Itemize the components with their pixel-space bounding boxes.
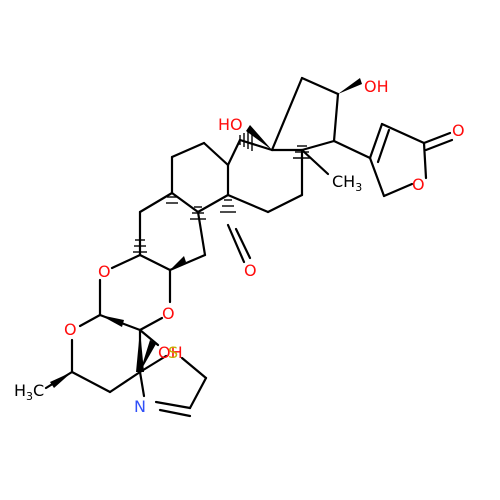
hash-bond (133, 239, 147, 253)
atom-s: S (168, 343, 178, 362)
hash-bond (293, 145, 311, 159)
bond (422, 141, 428, 180)
wedge-bond (170, 256, 186, 270)
hash-bond (190, 206, 206, 220)
bond (70, 370, 112, 394)
bond-skeleton (44, 76, 454, 418)
bond (226, 138, 242, 167)
wedge-bond (338, 78, 362, 94)
bond (368, 122, 384, 160)
bond (300, 139, 336, 152)
atom-oh: OH (158, 343, 183, 362)
atom-n: N (134, 397, 146, 416)
atom-oh: OH (364, 77, 389, 96)
bond (138, 316, 164, 332)
bond (168, 253, 207, 272)
bond (376, 128, 391, 164)
hash-bond (220, 199, 236, 213)
atom-o: O (162, 304, 175, 323)
atom-o: O (98, 262, 111, 281)
bond (332, 139, 372, 160)
bond (138, 328, 160, 347)
bond (108, 370, 142, 394)
bond (138, 354, 168, 374)
wedge-bond (140, 340, 156, 372)
atom-labels: OH O HO CH3 O O O O O OH S N H3C (14, 77, 465, 416)
bond (78, 313, 102, 328)
hash-bond (239, 130, 253, 151)
atom-o: O (244, 261, 257, 280)
hash-bond (166, 196, 178, 204)
atom-h3c: H3C (14, 381, 44, 403)
bond (158, 408, 192, 418)
bond (234, 227, 252, 260)
bond (266, 193, 304, 214)
bond (202, 141, 230, 167)
bond (196, 193, 230, 214)
wedge-bond (136, 330, 144, 372)
bond (332, 92, 340, 143)
bond (138, 370, 146, 398)
bond (300, 148, 330, 176)
bond (422, 131, 452, 145)
atom-ch3: CH3 (332, 172, 362, 194)
atom-o: O (412, 175, 425, 194)
bond (188, 376, 208, 410)
bond (424, 138, 454, 152)
atom-ho: HO (218, 115, 243, 134)
bond (226, 223, 246, 264)
bond (382, 182, 414, 198)
bond (138, 191, 174, 214)
wedge-bond (100, 315, 124, 327)
bond (170, 191, 200, 214)
bond (138, 253, 172, 272)
bond (110, 253, 142, 270)
stereo-bonds (50, 78, 362, 388)
bond (238, 138, 274, 152)
wedge-bond (50, 372, 72, 388)
bond (226, 193, 270, 214)
bond (270, 76, 304, 152)
bond (368, 156, 386, 198)
bond (170, 141, 206, 159)
bond (300, 76, 340, 96)
bond (380, 122, 426, 145)
bond (154, 400, 192, 410)
bond (180, 356, 208, 380)
atom-o: O (452, 121, 465, 140)
atom-o: O (64, 320, 77, 339)
